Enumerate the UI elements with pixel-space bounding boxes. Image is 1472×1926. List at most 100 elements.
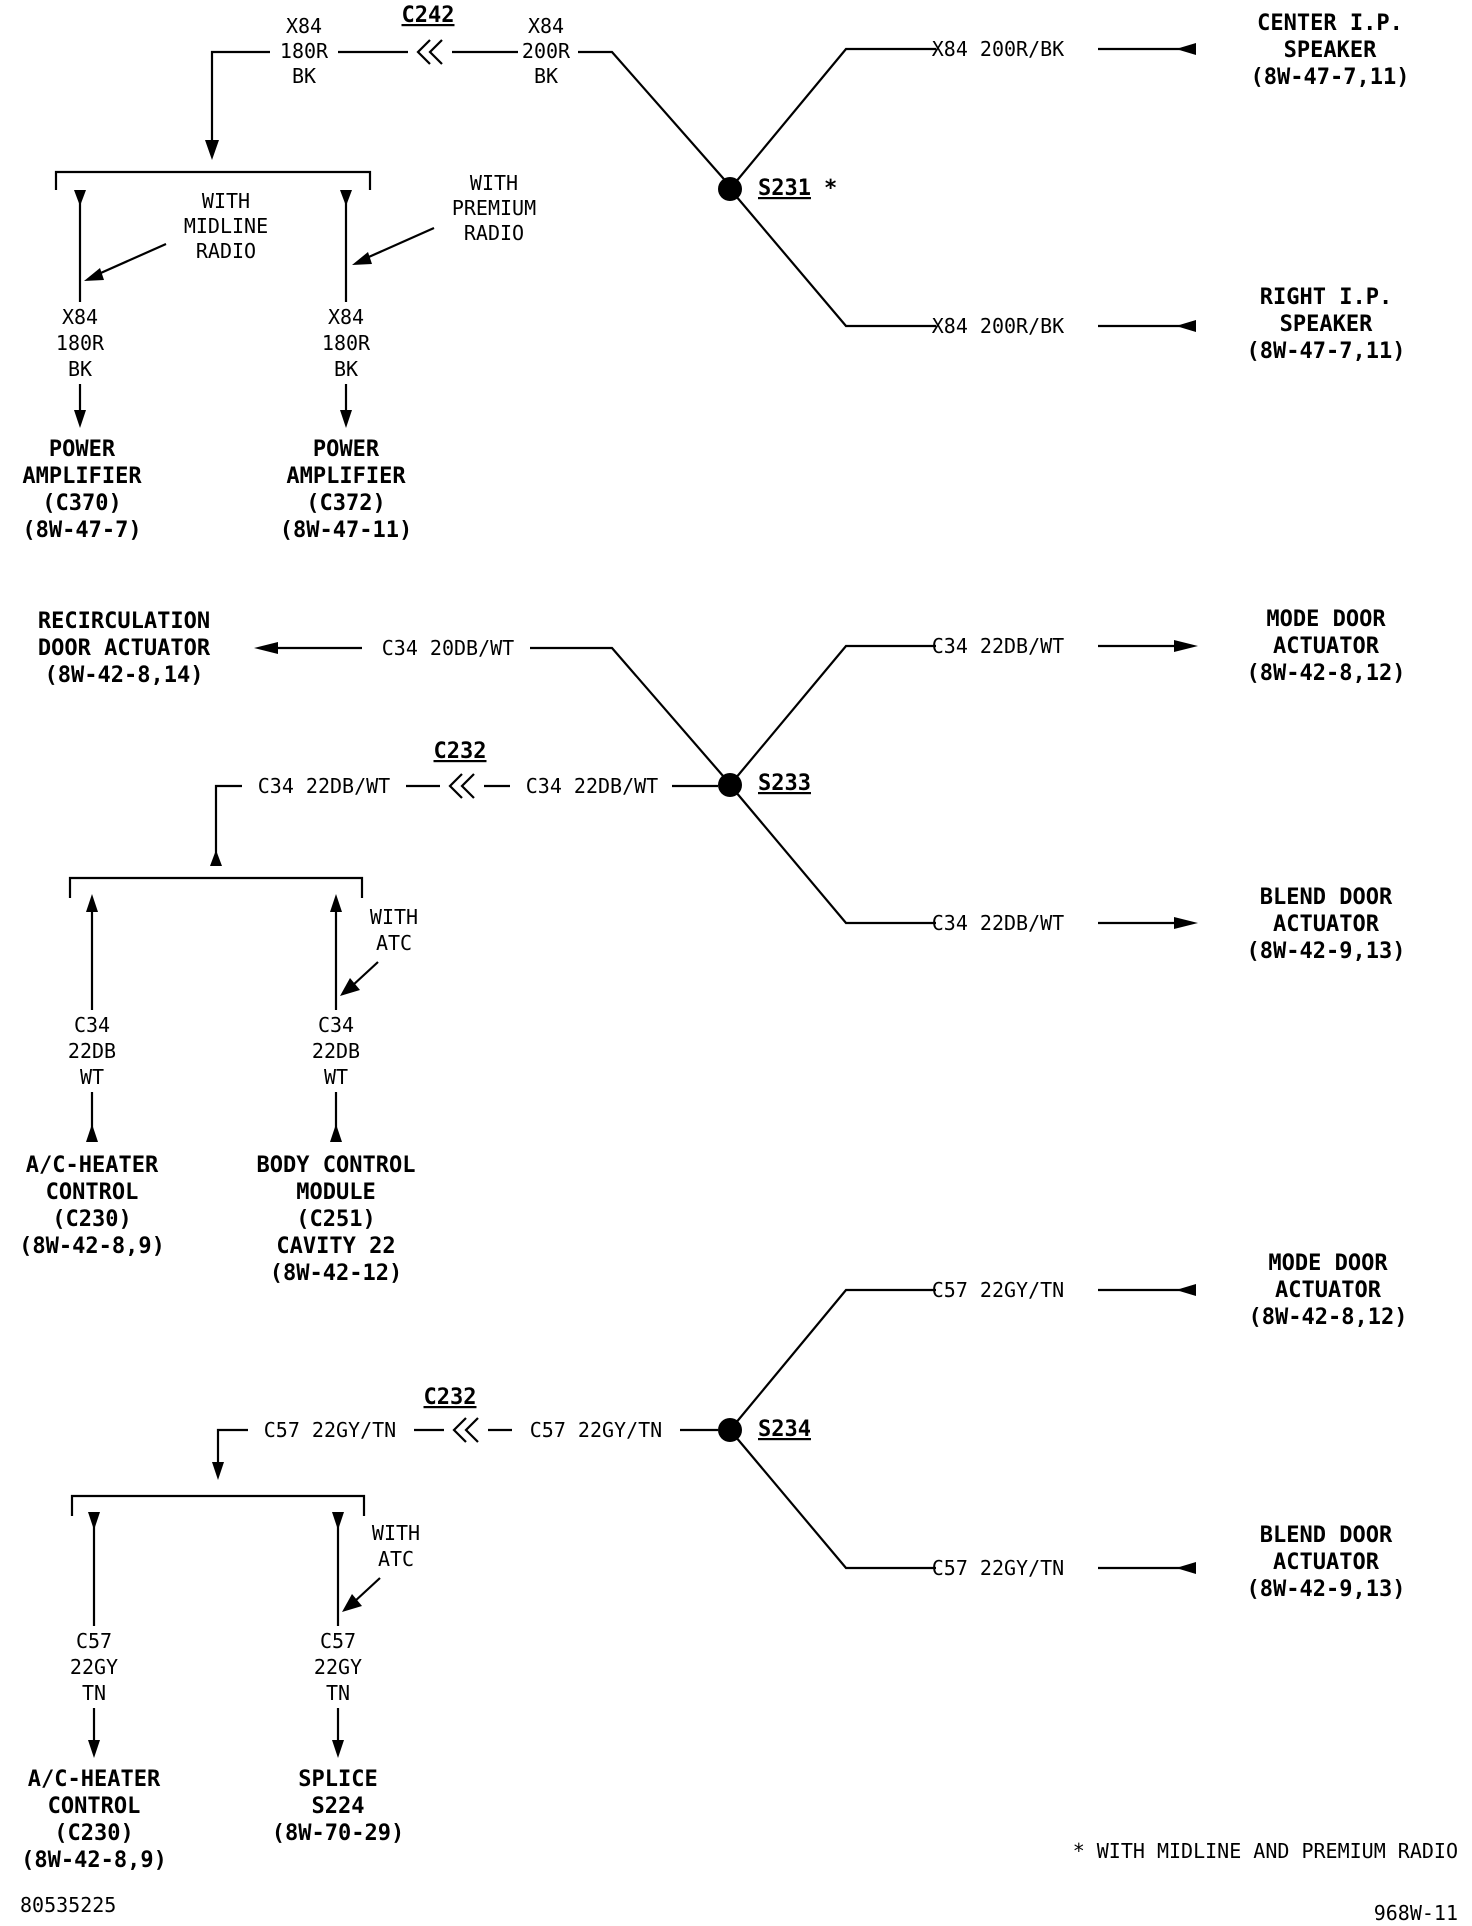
s233-blend-wire-label: C34 22DB/WT	[932, 911, 1064, 935]
s234-conn-right-wire-label: C57 22GY/TN	[530, 1418, 662, 1442]
svg-text:BLEND DOOR: BLEND DOOR	[1260, 885, 1393, 910]
svg-text:X84: X84	[328, 305, 364, 329]
svg-text:ACTUATOR: ACTUATOR	[1273, 1550, 1380, 1575]
svg-text:WITH: WITH	[470, 171, 518, 195]
s234-section: S234 C57 22GY/TN MODE DOOR ACTUATOR (8W-…	[21, 1251, 1407, 1873]
s231-premium-pointer	[361, 226, 435, 262]
svg-text:(8W-42-9,13): (8W-42-9,13)	[1247, 1577, 1406, 1602]
svg-text:A/C-HEATER: A/C-HEATER	[28, 1767, 161, 1792]
splice-s231-label: S231	[758, 176, 811, 201]
svg-text:180R: 180R	[56, 331, 105, 355]
s233-ac-heater-control: A/C-HEATER CONTROL (C230) (8W-42-8,9)	[19, 1153, 165, 1259]
svg-text:RECIRCULATION: RECIRCULATION	[38, 609, 210, 634]
down-arrow-icon	[340, 410, 352, 428]
power-amplifier-c370: POWER AMPLIFIER (C370) (8W-47-7)	[22, 437, 142, 543]
s234-atc-note: WITH ATC	[372, 1521, 420, 1571]
up-arrow-icon	[330, 894, 342, 912]
s233-mode-wire-label: C34 22DB/WT	[932, 634, 1064, 658]
svg-text:WT: WT	[324, 1065, 348, 1089]
svg-text:MODE DOOR: MODE DOOR	[1266, 607, 1386, 632]
svg-text:SPLICE: SPLICE	[298, 1767, 377, 1792]
svg-text:CONTROL: CONTROL	[46, 1180, 139, 1205]
svg-text:CONTROL: CONTROL	[48, 1794, 141, 1819]
svg-text:X84: X84	[528, 14, 564, 38]
svg-text:BK: BK	[68, 357, 92, 381]
left-arrow-icon	[1176, 43, 1196, 55]
right-arrow-icon	[1174, 640, 1198, 652]
svg-text:C57: C57	[76, 1629, 112, 1653]
document-number: 80535225	[20, 1893, 116, 1917]
s233-branch2-wire-label: C34 22DB WT	[312, 1013, 360, 1089]
svg-text:(8W-42-8,12): (8W-42-8,12)	[1249, 1305, 1408, 1330]
s233-mode-door-actuator: MODE DOOR ACTUATOR (8W-42-8,12)	[1247, 607, 1406, 686]
down-arrow-icon	[332, 1740, 344, 1758]
s234-atc-pointer	[353, 1577, 381, 1603]
svg-text:BK: BK	[534, 64, 558, 88]
svg-text:(8W-70-29): (8W-70-29)	[272, 1821, 404, 1846]
svg-text:(8W-47-7): (8W-47-7)	[22, 518, 141, 543]
s234-ac-heater-control: A/C-HEATER CONTROL (C230) (8W-42-8,9)	[21, 1767, 167, 1873]
s233-atc-note: WITH ATC	[370, 905, 418, 955]
left-arrow-icon	[1176, 1284, 1196, 1296]
s231-section: C242 X84 180R BK X84 200R BK X	[22, 3, 1409, 543]
down-arrow-icon	[88, 1740, 100, 1758]
svg-text:(8W-42-12): (8W-42-12)	[270, 1261, 402, 1286]
s234-mode-wire-label: C57 22GY/TN	[932, 1278, 1064, 1302]
right-arrow-icon	[1174, 917, 1198, 929]
up-arrow-icon	[86, 894, 98, 912]
splice-s233-label: S233	[758, 771, 811, 796]
page-code: 968W-11	[1374, 1901, 1458, 1925]
s234-blend-wire	[729, 1429, 936, 1570]
svg-text:ACTUATOR: ACTUATOR	[1273, 912, 1380, 937]
svg-text:(C251): (C251)	[296, 1207, 375, 1232]
s233-recirc-wire	[530, 646, 731, 785]
s231-premium-note: WITH PREMIUM RADIO	[452, 171, 536, 245]
connector-c232-symbol	[452, 1417, 479, 1443]
svg-text:(C370): (C370)	[42, 491, 121, 516]
s233-blend-wire	[729, 784, 936, 925]
svg-text:ACTUATOR: ACTUATOR	[1273, 634, 1380, 659]
svg-text:X84: X84	[286, 14, 322, 38]
svg-text:C34: C34	[74, 1013, 110, 1037]
s234-blend-door-actuator: BLEND DOOR ACTUATOR (8W-42-9,13)	[1247, 1523, 1406, 1602]
s233-blend-door-actuator: BLEND DOOR ACTUATOR (8W-42-9,13)	[1247, 885, 1406, 964]
s234-branch1-wire-label: C57 22GY TN	[70, 1629, 118, 1705]
svg-text:RADIO: RADIO	[196, 239, 256, 263]
left-arrow-icon	[1176, 1562, 1196, 1574]
svg-text:MODE DOOR: MODE DOOR	[1268, 1251, 1388, 1276]
s231-branch2-wire-label: X84 180R BK	[322, 305, 371, 381]
s234-branch-bracket	[70, 1494, 366, 1516]
svg-text:200R: 200R	[522, 39, 571, 63]
splice-s231-mark: *	[824, 176, 837, 201]
s231-right-wire-label: X84 200R BK	[522, 14, 571, 88]
svg-text:WITH: WITH	[202, 189, 250, 213]
s233-conn-right-wire-label: C34 22DB/WT	[526, 774, 658, 798]
svg-text:DOOR ACTUATOR: DOOR ACTUATOR	[38, 636, 211, 661]
svg-text:(8W-47-7,11): (8W-47-7,11)	[1247, 339, 1406, 364]
s233-atc-pointer	[351, 961, 379, 987]
s231-down-wire	[210, 50, 270, 150]
svg-text:MODULE: MODULE	[296, 1180, 375, 1205]
svg-text:(8W-42-9,13): (8W-42-9,13)	[1247, 939, 1406, 964]
s233-conn-wire-down	[214, 784, 242, 862]
recirculation-door-actuator: RECIRCULATION DOOR ACTUATOR (8W-42-8,14)	[38, 609, 211, 688]
pointer-arrow-icon	[340, 978, 360, 996]
splice-s234-label: S234	[758, 1417, 811, 1442]
pointer-arrow-icon	[84, 268, 104, 281]
s234-branch2-wire-label: C57 22GY TN	[314, 1629, 362, 1705]
s231-branch1-wire-label: X84 180R BK	[56, 305, 105, 381]
svg-text:(8W-42-8,12): (8W-42-8,12)	[1247, 661, 1406, 686]
up-arrow-icon	[86, 1124, 98, 1142]
connector-c232-label: C232	[424, 1385, 477, 1410]
s233-section: RECIRCULATION DOOR ACTUATOR (8W-42-8,14)…	[19, 607, 1405, 1286]
svg-text:SPEAKER: SPEAKER	[1280, 312, 1373, 337]
s234-mode-wire	[729, 1288, 936, 1431]
up-arrow-icon	[340, 190, 352, 206]
s231-midline-pointer	[93, 242, 167, 278]
svg-text:POWER: POWER	[313, 437, 380, 462]
svg-text:BLEND DOOR: BLEND DOOR	[1260, 1523, 1393, 1548]
svg-text:(8W-47-7,11): (8W-47-7,11)	[1251, 65, 1410, 90]
pointer-arrow-icon	[352, 252, 372, 265]
svg-text:22DB: 22DB	[68, 1039, 116, 1063]
svg-text:S224: S224	[312, 1794, 365, 1819]
